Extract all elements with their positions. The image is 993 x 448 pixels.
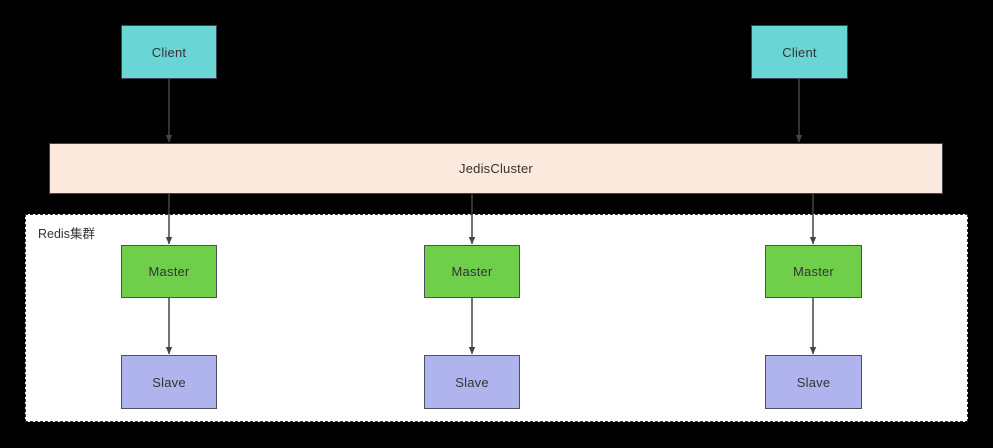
- jediscluster-bar[interactable]: JedisCluster: [49, 143, 943, 194]
- client-node-left[interactable]: Client: [121, 25, 217, 79]
- master-node-1-label: Master: [148, 264, 190, 279]
- master-node-2-label: Master: [451, 264, 493, 279]
- slave-node-3[interactable]: Slave: [765, 355, 862, 409]
- master-node-1[interactable]: Master: [121, 245, 217, 298]
- slave-node-1[interactable]: Slave: [121, 355, 217, 409]
- jediscluster-bar-label: JedisCluster: [459, 161, 533, 176]
- slave-node-2[interactable]: Slave: [424, 355, 520, 409]
- client-node-right[interactable]: Client: [751, 25, 848, 79]
- master-node-3[interactable]: Master: [765, 245, 862, 298]
- master-node-2[interactable]: Master: [424, 245, 520, 298]
- client-node-left-label: Client: [151, 44, 187, 60]
- slave-node-3-label: Slave: [796, 374, 831, 390]
- slave-node-2-label: Slave: [455, 374, 489, 390]
- master-node-3-label: Master: [793, 264, 834, 279]
- client-node-right-label: Client: [782, 44, 817, 60]
- slave-node-1-label: Slave: [152, 374, 186, 390]
- redis-cluster-label: Redis集群: [38, 227, 95, 241]
